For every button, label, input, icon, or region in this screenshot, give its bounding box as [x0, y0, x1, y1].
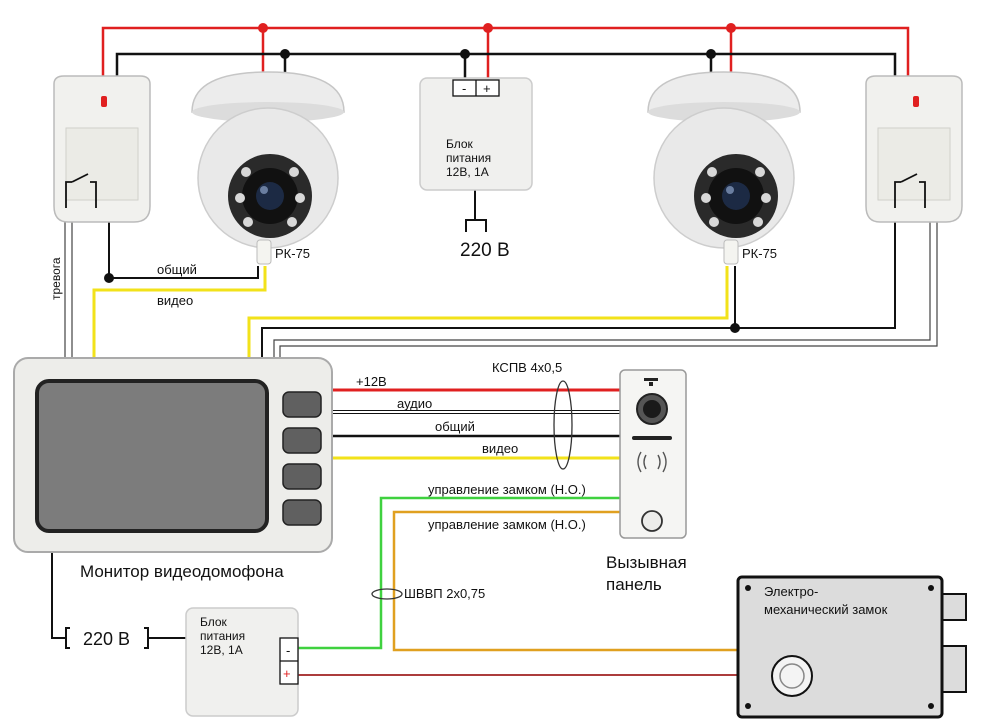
wire-12v-label: +12В	[356, 374, 387, 389]
psu-top-minus: -	[462, 81, 466, 96]
psu-top-line-1: Блок	[446, 137, 474, 151]
psu-top-line-2: питания	[446, 151, 491, 165]
led-indicator-icon	[913, 96, 919, 107]
lock-label-1: Электро-	[764, 584, 818, 599]
indicator-bar	[632, 436, 672, 440]
mains-label-top: 220 В	[460, 240, 510, 261]
intercom-monitor	[13, 357, 333, 553]
alarm-wires-right	[273, 222, 938, 358]
video-label-top: видео	[157, 293, 193, 308]
led-indicator-icon	[101, 96, 107, 107]
left-camera-wires	[92, 222, 267, 358]
motion-sensor-left	[53, 75, 151, 223]
shvvp-label: ШВВП 2x0,75	[404, 586, 485, 601]
monitor-screen	[35, 379, 269, 533]
wire-audio-label: аудио	[397, 396, 432, 411]
psu-top-line-3: 12В, 1А	[446, 165, 489, 179]
lock-control-label-1: управление замком (Н.О.)	[428, 482, 586, 497]
monitor-button-2[interactable]	[282, 427, 322, 454]
junction-dots-top	[258, 23, 736, 59]
alarm-label: тревога	[49, 257, 63, 300]
monitor-button-4[interactable]	[282, 499, 322, 526]
monitor-caption: Монитор видеодомофона	[80, 562, 284, 581]
rfid-reader-icon	[637, 451, 667, 473]
wire-video-label: видео	[482, 441, 518, 456]
lock-control-label-2: управление замком (Н.О.)	[428, 517, 586, 532]
electromechanical-lock	[736, 575, 967, 719]
rk75-connector-icon	[723, 239, 739, 265]
rk75-label-left: РК-75	[275, 246, 310, 261]
common-label-top: общий	[157, 262, 197, 277]
kspv-cable	[332, 380, 620, 470]
call-panel-label-1: Вызывная	[606, 553, 687, 572]
right-camera-wires	[247, 222, 896, 358]
psu-bottom-line-2: питания	[200, 629, 245, 643]
alarm-wires-left	[64, 220, 73, 358]
relay-contact-icon	[894, 173, 926, 208]
call-panel-label-2: панель	[606, 575, 662, 594]
motion-sensor-right	[865, 75, 963, 223]
kspv-label: КСПВ 4x0,5	[492, 360, 562, 375]
lock-cylinder-icon	[771, 655, 813, 697]
monitor-button-3[interactable]	[282, 463, 322, 490]
rk75-label-right: РК-75	[742, 246, 777, 261]
mains-lead-top	[465, 190, 487, 232]
monitor-button-1[interactable]	[282, 391, 322, 418]
lock-label-2: механический замок	[764, 602, 888, 617]
call-button[interactable]	[641, 510, 663, 532]
psu-bottom-plus: +	[283, 666, 291, 681]
call-panel	[619, 369, 687, 539]
power-supply-bottom	[185, 607, 299, 717]
relay-contact-icon	[65, 173, 97, 208]
lock-control-wires	[298, 496, 738, 676]
psu-bottom-minus: -	[286, 643, 290, 658]
dome-camera-right	[647, 71, 801, 265]
speaker-slot-icon	[644, 378, 658, 381]
rk75-connector-icon	[256, 239, 272, 265]
psu-top-plus: +	[483, 81, 491, 96]
psu-bottom-line-3: 12В, 1А	[200, 643, 243, 657]
dome-camera-left	[191, 71, 345, 265]
power-supply-top	[419, 77, 533, 191]
mains-label-bottom: 220 В	[83, 629, 130, 649]
monitor-mains-lead	[51, 552, 186, 649]
wire-common-label: общий	[435, 419, 475, 434]
psu-bottom-line-1: Блок	[200, 615, 228, 629]
